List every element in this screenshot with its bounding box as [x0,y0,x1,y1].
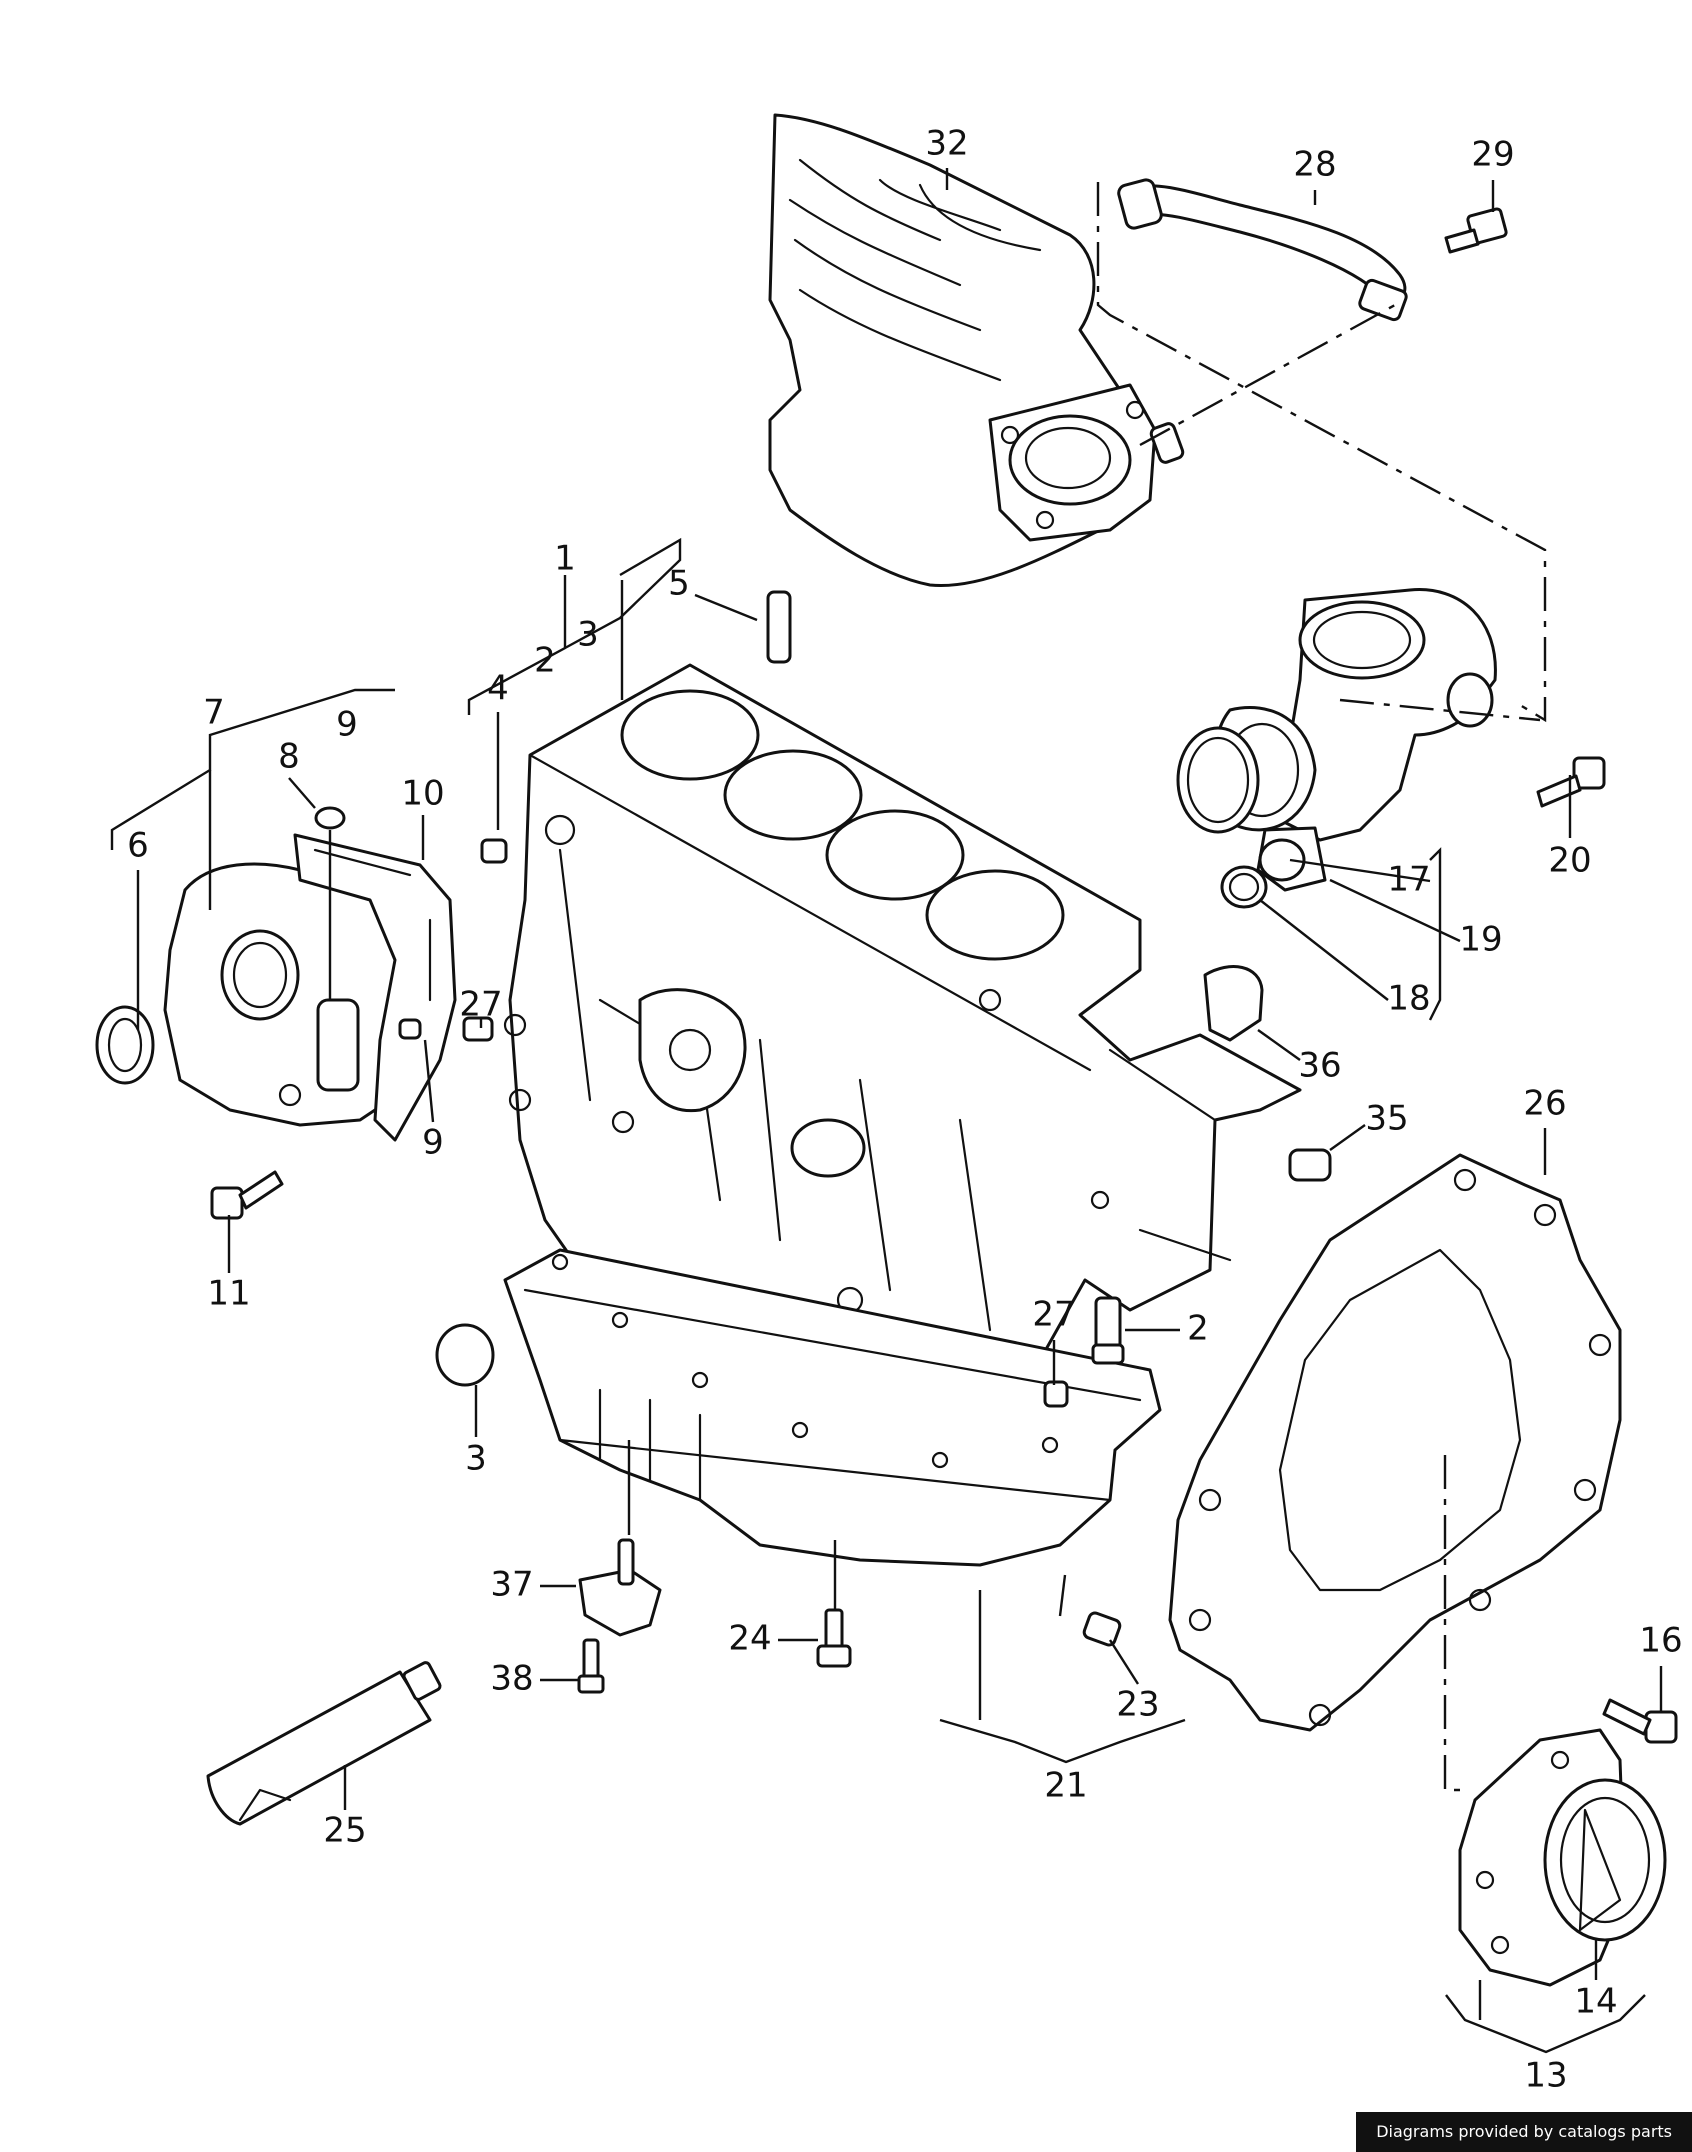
callout-c36: 36 [1298,1046,1341,1086]
throttle-housing-parts-17-20 [1176,588,1606,909]
bolt-part-38 [577,1638,605,1694]
callout-c35: 35 [1365,1099,1408,1139]
callout-c5: 5 [668,564,690,604]
callout-c24: 24 [728,1619,771,1659]
callout-c14: 14 [1574,1982,1617,2022]
callout-c17: 17 [1387,860,1430,900]
callout-c9a: 9 [336,705,358,745]
callout-c38: 38 [490,1659,533,1699]
intake-manifold-part-32 [768,113,1185,588]
callout-c26: 26 [1523,1084,1566,1124]
plug-part-8 [314,806,346,830]
dowel-sleeve-part-4 [480,838,508,864]
dowel-part-9 [398,1018,422,1040]
callout-c32: 32 [925,124,968,164]
callout-c37: 37 [490,1565,533,1605]
callout-c2a: 2 [534,641,556,681]
oil-level-sensor-part-37 [578,1538,662,1637]
callout-c25: 25 [323,1811,366,1851]
callout-c1: 1 [554,539,576,579]
oil-seal-part-14 [1543,1778,1667,1942]
callout-c16: 16 [1639,1621,1682,1661]
diagram-credit: Diagrams provided by catalogs parts [1356,2112,1692,2152]
oil-pan-part-21 [503,1248,1162,1567]
callout-c8: 8 [278,737,300,777]
callout-c3a: 3 [577,615,599,655]
callout-c4: 4 [487,669,509,709]
breather-hose-part-28 [1117,178,1408,322]
callout-c3b: 3 [465,1439,487,1479]
sealant-tube-part-25 [206,1661,442,1826]
callout-c27b: 27 [1032,1295,1075,1335]
bolt-part-2 [1091,1296,1125,1365]
cylinder-block-part-1 [503,663,1302,1462]
intermediate-plate-part-26 [1168,1153,1622,1732]
callout-c23: 23 [1116,1685,1159,1725]
seal-ring-part-3 [435,1323,495,1387]
stud-part-5 [766,590,792,664]
callout-c20: 20 [1548,841,1591,881]
oil-seal-part-6 [95,1005,155,1085]
callout-c10: 10 [401,774,444,814]
front-cover-part-7 [163,858,412,1127]
callout-c6: 6 [127,826,149,866]
callout-c29: 29 [1471,135,1514,175]
callout-c2b: 2 [1187,1309,1209,1349]
callout-c9b: 9 [422,1123,444,1163]
callout-c11: 11 [207,1274,250,1314]
sleeve-part-35 [1288,1148,1332,1182]
callout-c28: 28 [1293,145,1336,185]
cap-part-36 [1203,965,1264,1042]
drain-plug-part-23 [1082,1611,1122,1647]
bolt-part-11 [210,1170,284,1220]
bolt-part-29 [1444,207,1508,254]
callout-c19: 19 [1459,920,1502,960]
dowel-part-27-rear [1043,1380,1069,1408]
callout-c7: 7 [203,693,225,733]
callout-c18: 18 [1387,979,1430,1019]
callout-c27a: 27 [459,985,502,1025]
callout-c21: 21 [1044,1766,1087,1806]
callout-c13: 13 [1524,2056,1567,2096]
dowel-part-27-front [462,1016,494,1042]
bolt-part-24 [816,1608,852,1668]
bolt-part-16 [1602,1698,1678,1744]
